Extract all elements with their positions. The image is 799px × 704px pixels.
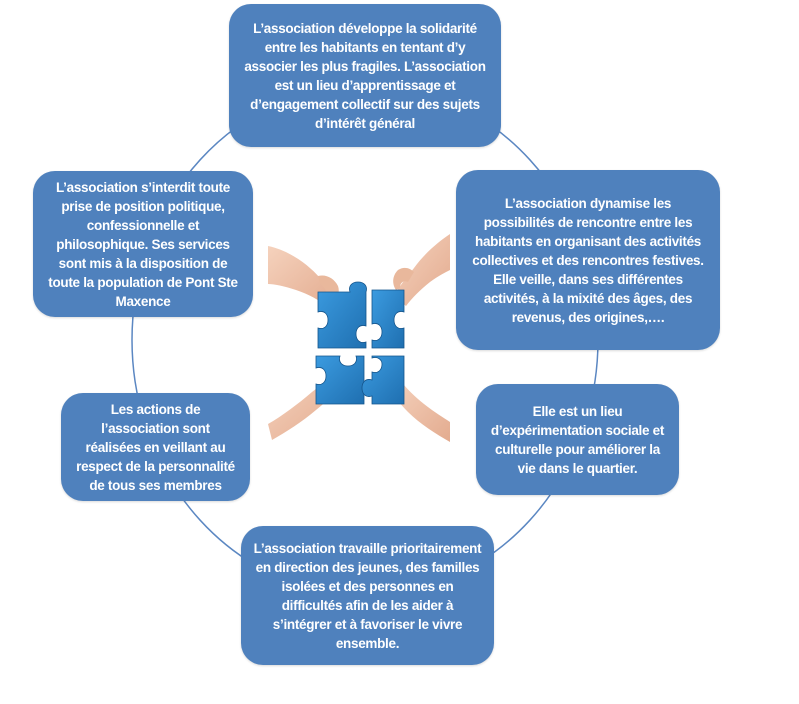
box-solidarite-text: L’association développe la solidarité en…: [244, 20, 486, 131]
box-rencontre: L’association dynamise les possibilités …: [456, 170, 720, 350]
box-neutralite: L’association s’interdit toute prise de …: [33, 171, 253, 317]
box-experimentation: Elle est un lieu d’expérimentation socia…: [476, 384, 679, 495]
box-solidarite: L’association développe la solidarité en…: [229, 4, 501, 147]
box-jeunes-familles: L’association travaille prioritairement …: [241, 526, 494, 665]
box-neutralite-text: L’association s’interdit toute prise de …: [48, 179, 238, 309]
box-experimentation-text: Elle est un lieu d’expérimentation socia…: [490, 403, 665, 476]
puzzle-hands-icon: [268, 234, 450, 442]
box-respect: Les actions de l’association sont réalis…: [61, 393, 250, 501]
box-respect-text: Les actions de l’association sont réalis…: [76, 401, 235, 493]
box-jeunes-familles-text: L’association travaille prioritairement …: [253, 540, 482, 651]
box-rencontre-text: L’association dynamise les possibilités …: [472, 195, 704, 325]
